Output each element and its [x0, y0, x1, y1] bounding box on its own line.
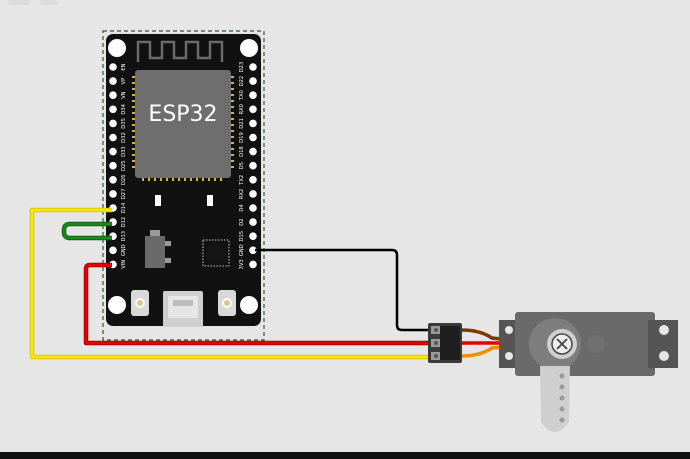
left-pin-hole[interactable] [109, 133, 117, 142]
smd-component-right [207, 195, 213, 206]
left-pin-label: D12 [121, 217, 127, 228]
left-pin-label: VN [121, 91, 127, 99]
right-pin-hole[interactable] [249, 77, 257, 85]
reset-button[interactable] [218, 290, 236, 316]
servo-connector[interactable] [428, 323, 462, 363]
left-pin-hole[interactable] [109, 161, 117, 170]
left-pin-hole[interactable] [109, 246, 117, 255]
boot-button[interactable] [131, 290, 149, 316]
right-pin-hole[interactable] [249, 204, 257, 212]
signal-wire[interactable] [29, 207, 430, 360]
right-pin-label: RX2 [239, 189, 245, 199]
left-pin-label: D25 [121, 160, 127, 171]
left-pin-label: D33 [121, 146, 127, 157]
bottom-bar [0, 452, 690, 459]
right-pin-hole[interactable] [249, 105, 257, 114]
right-pin-label: D22 [239, 76, 245, 87]
left-pin-hole[interactable] [109, 91, 117, 99]
right-pin-label: D21 [239, 118, 245, 129]
esp32-module [135, 70, 231, 178]
left-pin-label: D34 [121, 103, 127, 114]
power-wire[interactable] [83, 262, 430, 346]
servo-horn[interactable] [529, 318, 581, 432]
right-pin-hole[interactable] [249, 260, 257, 269]
right-pin-hole[interactable] [249, 176, 257, 184]
right-pin-label: RX0 [239, 104, 245, 114]
right-pin-hole[interactable] [249, 63, 257, 71]
smd-component-left [155, 195, 161, 206]
left-pin-hole[interactable] [109, 147, 117, 156]
left-pin-label: VP [121, 78, 127, 85]
right-pin-hole[interactable] [249, 218, 257, 226]
right-pin-hole[interactable] [249, 119, 257, 128]
right-pin-label: D15 [239, 231, 245, 242]
right-pin-hole[interactable] [249, 246, 257, 255]
selection-outline [102, 30, 265, 341]
right-pin-label: D18 [239, 146, 245, 157]
right-pin-hole[interactable] [249, 232, 257, 240]
left-pin-label: D26 [121, 174, 127, 185]
mount-hole-tr [240, 39, 258, 57]
antenna-trace [136, 40, 224, 62]
usb-uart-chip [202, 239, 230, 267]
left-pin-label: D32 [121, 132, 127, 143]
voltage-regulator [145, 230, 171, 268]
left-pin-hole[interactable] [109, 190, 117, 198]
left-pin-hole[interactable] [109, 119, 117, 128]
right-pin-hole[interactable] [249, 147, 257, 156]
right-pin-label: TX2 [239, 175, 245, 186]
left-pin-hole[interactable] [109, 77, 117, 85]
right-pin-label: D5 [239, 162, 245, 169]
right-pin-label: 3V3 [239, 259, 245, 269]
right-pin-hole[interactable] [249, 190, 257, 198]
right-pin-hole[interactable] [249, 133, 257, 142]
left-pin-hole[interactable] [109, 176, 117, 184]
left-pin-label: D27 [121, 189, 127, 200]
right-pin-label: GND [239, 244, 245, 256]
micro-usb-port [163, 291, 203, 327]
left-pin-hole[interactable] [109, 105, 117, 114]
right-pin-label: D2 [239, 218, 245, 225]
left-pin-label: D35 [121, 118, 127, 129]
right-pin-hole[interactable] [249, 161, 257, 170]
left-pin-label: VIN [121, 260, 127, 269]
right-pin-label: D4 [239, 204, 245, 212]
mount-hole-bl [108, 296, 126, 314]
loop-wire[interactable] [61, 221, 112, 241]
toolbar-hint [8, 0, 58, 5]
left-pin-hole[interactable] [109, 63, 117, 71]
chip-label: ESP32 [148, 102, 217, 127]
mount-hole-tl [108, 39, 126, 57]
mount-hole-br [240, 296, 258, 314]
servo-motor[interactable] [499, 312, 678, 432]
right-pin-label: D23 [239, 62, 245, 73]
left-pin-label: GND [121, 244, 127, 256]
left-pin-label: D14 [121, 202, 127, 213]
left-pin-label: EN [121, 63, 127, 70]
right-pin-hole[interactable] [249, 91, 257, 99]
chip-pins [132, 76, 234, 181]
left-pin-label: D13 [121, 231, 127, 242]
right-pin-label: D19 [239, 132, 245, 143]
ground-wire[interactable] [255, 248, 430, 332]
right-pin-label: TX0 [239, 90, 245, 101]
esp32-board[interactable]: ESP32 [106, 34, 261, 327]
